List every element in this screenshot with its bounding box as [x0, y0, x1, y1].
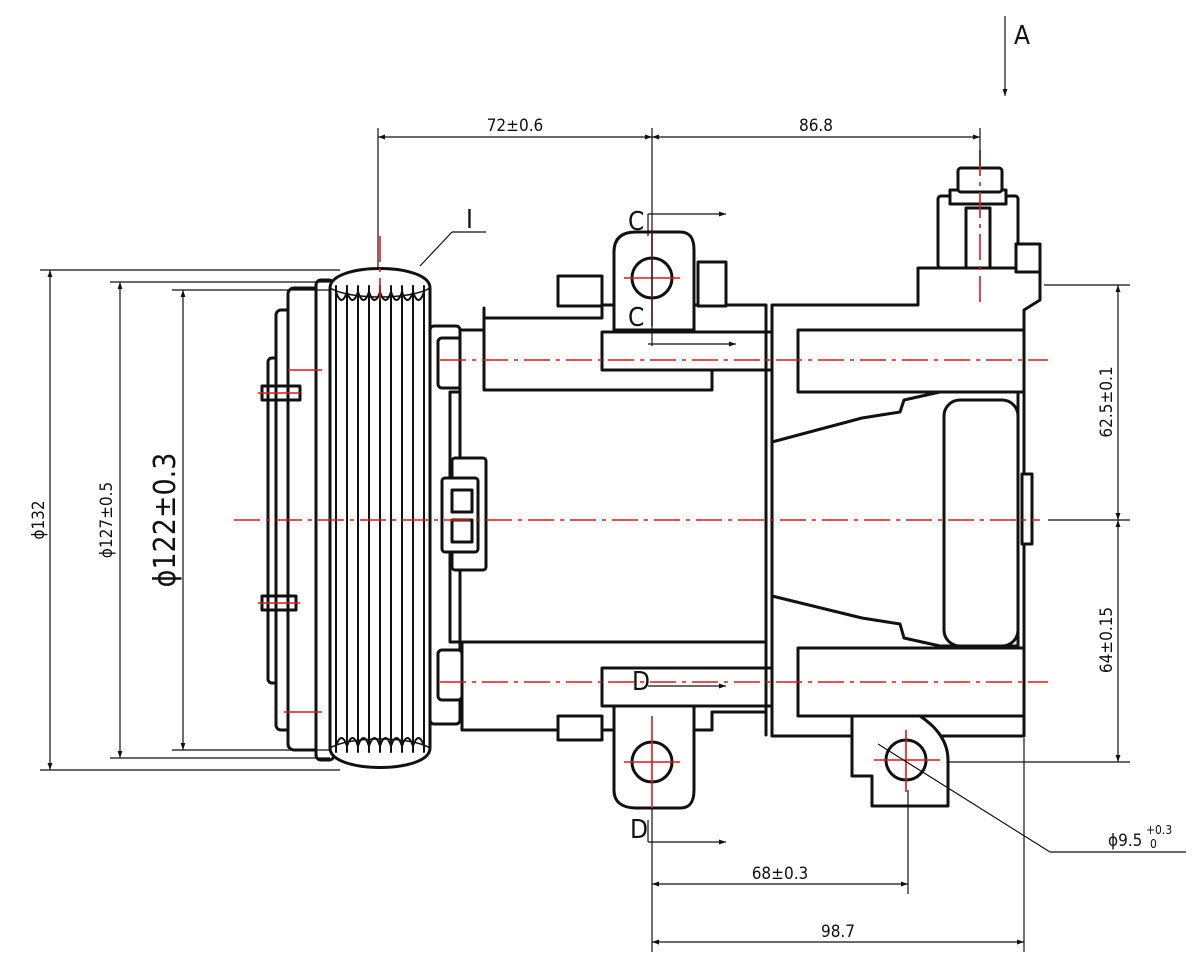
service-valve: [936, 166, 1042, 274]
dim-64: 64±0.15: [1097, 607, 1117, 673]
upper-mounting-ear: [600, 230, 774, 372]
section-c-bottom: C: [628, 303, 644, 333]
dim-phi-127: ϕ127±0.5: [97, 482, 117, 558]
view-arrow-a: A: [1002, 16, 1030, 96]
section-c-top: C: [628, 207, 644, 237]
dim-72: 72±0.6: [487, 116, 544, 136]
view-label-a: A: [1014, 21, 1030, 51]
dim-98-7: 98.7: [821, 922, 855, 942]
pulley-grooves: [335, 285, 425, 753]
electrical-connector: [440, 456, 488, 572]
dim-hole-tol-lower: 0: [1150, 837, 1157, 851]
pulley: [328, 267, 432, 769]
rear-housing: [764, 266, 1042, 808]
dimension-left-diameters: ϕ132 ϕ127±0.5 ϕ122±0.3: [29, 269, 340, 771]
dimension-bottom: 68±0.3 98.7: [651, 738, 1025, 952]
dim-68: 68±0.3: [752, 864, 809, 884]
dim-phi-132: ϕ132: [29, 500, 49, 539]
dim-phi-9-5: ϕ9.5: [1108, 831, 1142, 851]
dim-86-8: 86.8: [799, 116, 833, 136]
lower-mounting-ear: [600, 666, 774, 810]
dimension-right: 62.5±0.1 64±0.15: [948, 284, 1130, 763]
dim-62-5: 62.5±0.1: [1097, 366, 1117, 437]
dim-phi-122: ϕ122±0.3: [148, 453, 183, 588]
section-d-top: D: [632, 667, 650, 697]
detail-label-i: I: [466, 205, 473, 235]
dim-hole-tol-upper: +0.3: [1146, 823, 1172, 837]
dimension-top: 72±0.6 86.8: [377, 116, 981, 346]
section-d-marker: D D: [630, 667, 726, 845]
detail-callout-i: I: [419, 205, 486, 267]
hole-callout: ϕ9.5 +0.3 0: [877, 743, 1186, 853]
section-c-marker: C C: [628, 207, 736, 347]
section-d-bottom: D: [630, 815, 648, 845]
